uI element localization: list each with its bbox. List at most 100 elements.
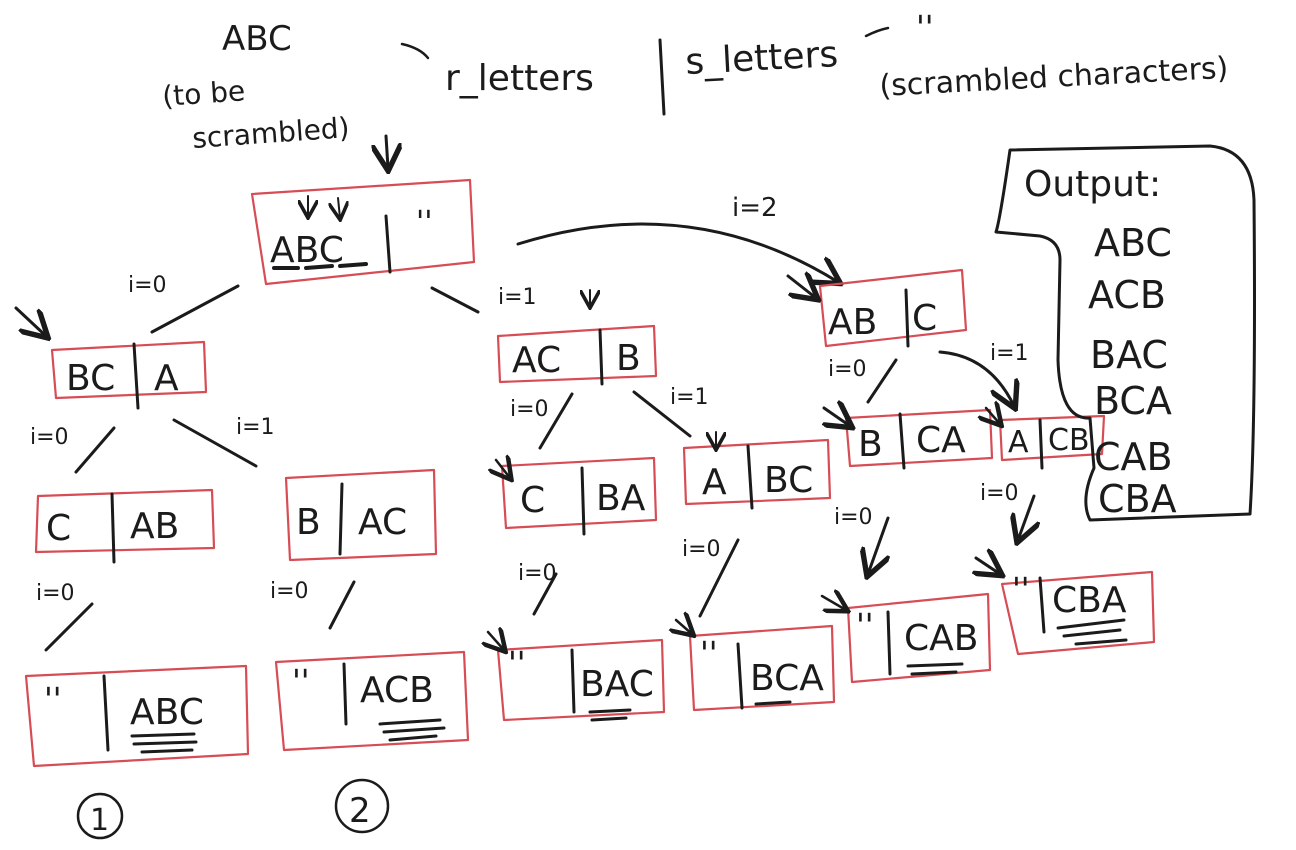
edge-ac-1 — [632, 390, 692, 438]
edge-c-ab-0 — [44, 602, 94, 652]
node-bc-a: BC A — [14, 306, 208, 410]
node-right: ABC — [130, 692, 204, 733]
edge-b-ca-0 — [868, 516, 888, 574]
tilde-mark-2 — [864, 26, 890, 38]
node-left: '' — [856, 606, 874, 644]
node-left: BC — [66, 358, 115, 399]
input-word: ABC — [222, 19, 292, 59]
node-b-ca: B CA — [824, 408, 994, 470]
node-a-bc: A BC — [682, 431, 832, 510]
node-left: AC — [512, 340, 561, 381]
node-right: AC — [358, 502, 407, 543]
node-right: C — [912, 298, 937, 339]
node-right: ACB — [360, 670, 434, 711]
input-note-line1: (to be — [161, 74, 246, 113]
node-ab-c: AB C — [786, 268, 968, 348]
edge-bc-0 — [74, 426, 116, 474]
node-left: '' — [700, 634, 718, 672]
start-arrow — [386, 134, 388, 168]
edge-label-ac-1: i=1 — [670, 385, 709, 410]
leaf-cab: '' CAB — [820, 594, 992, 684]
output-panel: Output: ABC ACB BAC BCA CAB CBA — [994, 144, 1256, 522]
leaf-acb: '' ACB — [274, 650, 470, 752]
output-item: CBA — [1098, 477, 1177, 521]
output-item: ABC — [1094, 221, 1172, 265]
leaf-abc: '' ABC — [24, 664, 250, 768]
node-b-ac: B AC — [284, 468, 438, 562]
node-right: CAB — [904, 618, 978, 659]
node-right: BAC — [580, 664, 654, 705]
edge-label-bc-1: i=1 — [236, 415, 275, 440]
edge-a-bc-0 — [698, 538, 740, 618]
node-right: CB — [1048, 423, 1090, 458]
node-left: A — [1008, 425, 1029, 460]
node-c-ab: C AB — [34, 488, 216, 564]
node-ac-b: AC B — [496, 289, 658, 386]
edge-root-1 — [430, 286, 480, 314]
tree-edges — [44, 222, 1034, 652]
edge-ab-1 — [938, 350, 1014, 406]
node-right: CA — [916, 420, 966, 461]
edge-ac-0 — [538, 392, 574, 450]
leaf-cba: '' CBA — [976, 558, 1156, 656]
tilde-mark — [400, 42, 430, 60]
node-left: A — [702, 462, 727, 503]
edge-label-c-ab-0: i=0 — [36, 581, 75, 606]
output-item: CAB — [1094, 435, 1173, 479]
node-right: BA — [596, 478, 646, 519]
node-a-cb: A CB — [986, 408, 1106, 470]
leaf-bac: '' BAC — [488, 632, 666, 722]
node-c-ba: C BA — [496, 458, 658, 536]
edge-ab-0 — [866, 358, 898, 404]
edge-c-ba-0 — [532, 572, 558, 616]
edge-bc-1 — [172, 418, 258, 468]
node-right: AB — [130, 506, 179, 547]
edge-label-a-bc-0: i=0 — [682, 537, 721, 562]
node-right: '' — [416, 205, 433, 240]
edge-label-a-cb-0: i=0 — [980, 481, 1019, 506]
s-note: (scrambled characters) — [879, 51, 1230, 104]
node-root: ABC '' — [250, 178, 476, 286]
node-left: '' — [508, 644, 526, 682]
node-left: AB — [828, 302, 877, 343]
node-left: '' — [292, 662, 310, 700]
edge-label-root-2: i=2 — [732, 193, 778, 223]
edge-label-ab-0: i=0 — [828, 357, 867, 382]
output-item: BAC — [1090, 333, 1168, 377]
node-right: A — [154, 358, 179, 399]
output-item: BCA — [1094, 379, 1172, 423]
leaf-bca: '' BCA — [676, 620, 836, 712]
node-left: '' — [44, 680, 62, 718]
svg-text:2: 2 — [349, 791, 371, 831]
output-item: ACB — [1088, 273, 1166, 317]
node-left: C — [46, 508, 71, 549]
header-divider — [658, 38, 666, 116]
node-right: CBA — [1052, 580, 1127, 621]
edge-label-root-0: i=0 — [128, 273, 167, 298]
marker-1: 1 — [76, 792, 124, 840]
svg-text:1: 1 — [90, 803, 109, 838]
edge-label-ac-0: i=0 — [510, 397, 549, 422]
edge-b-ac-0 — [328, 580, 356, 630]
r-letters-label: r_letters — [445, 58, 594, 99]
edge-label-ab-1: i=1 — [990, 341, 1029, 366]
marker-2: 2 — [334, 778, 390, 834]
edge-root-2 — [516, 222, 838, 282]
edge-label-c-ba-0: i=0 — [518, 561, 557, 586]
edge-label-b-ac-0: i=0 — [270, 579, 309, 604]
node-right: BCA — [750, 658, 824, 699]
s-initial: '' — [916, 8, 934, 46]
edge-label-b-ca-0: i=0 — [834, 505, 873, 530]
edge-label-root-1: i=1 — [498, 285, 537, 310]
edge-label-bc-0: i=0 — [30, 425, 69, 450]
edge-root-0 — [150, 284, 240, 334]
output-title: Output: — [1024, 164, 1161, 205]
edge-a-cb-0 — [1018, 494, 1034, 540]
node-left: B — [858, 424, 883, 465]
node-right: BC — [764, 460, 813, 501]
node-left: B — [296, 502, 321, 543]
s-letters-label: s_letters — [684, 34, 839, 83]
node-right: B — [616, 338, 641, 379]
input-note-line2: scrambled) — [191, 111, 350, 155]
